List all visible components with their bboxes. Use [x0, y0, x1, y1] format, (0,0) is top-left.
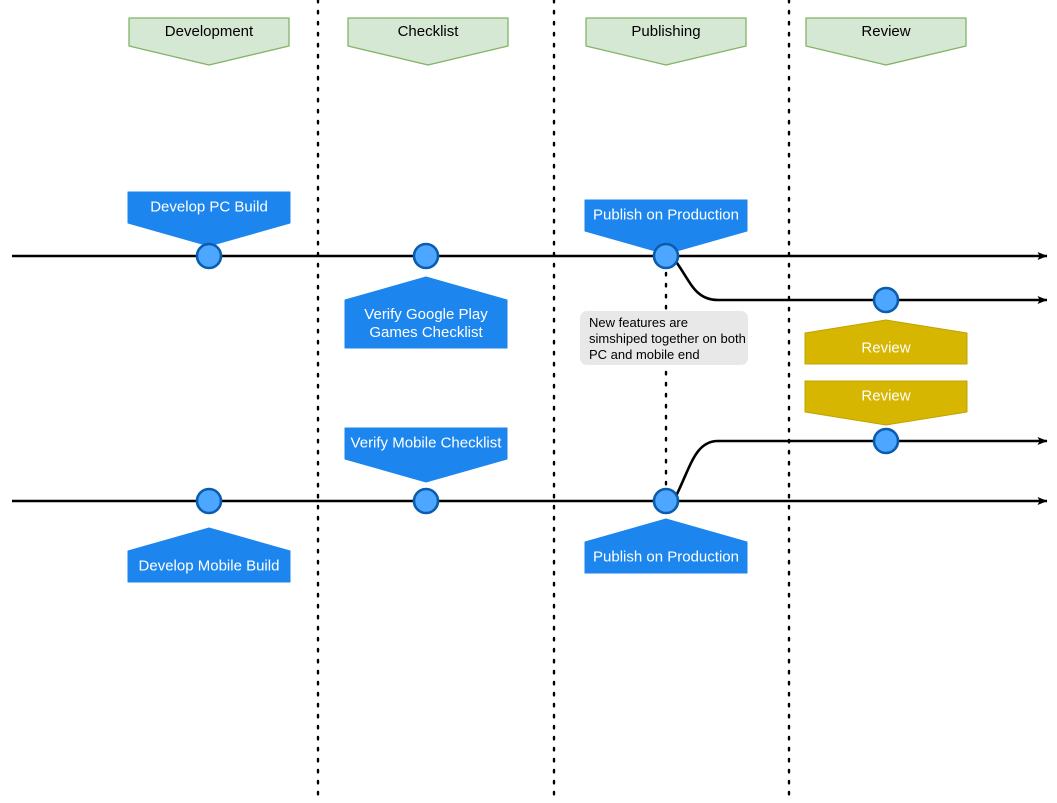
task-publish-production-pc-shape[interactable] — [584, 199, 748, 255]
milestone-review-pc[interactable] — [872, 286, 900, 314]
task-publish-production-mobile[interactable]: Publish on Production — [584, 518, 748, 574]
milestone-develop-pc[interactable] — [195, 242, 223, 270]
task-verify-google-play-games-checklist-shape[interactable] — [344, 276, 508, 349]
task-verify-mobile-checklist[interactable]: Verify Mobile Checklist — [344, 427, 508, 483]
review-mobile[interactable]: Review — [804, 380, 968, 426]
milestone-group — [195, 242, 900, 515]
phase-checklist-shape[interactable] — [347, 17, 509, 66]
review-mobile-label: Review — [861, 387, 910, 404]
phase-publishing-label: Publishing — [631, 23, 700, 40]
task-develop-pc-build-shape[interactable] — [127, 191, 291, 247]
task-develop-mobile-build-label: Develop Mobile Build — [139, 557, 280, 574]
phase-review-label: Review — [861, 23, 910, 40]
review-pc-shape[interactable] — [804, 319, 968, 365]
note-simship-background[interactable] — [580, 311, 748, 365]
task-publish-production-pc-label: Publish on Production — [593, 206, 739, 223]
phase-checklist[interactable]: Checklist — [347, 17, 509, 66]
phase-header-group: Development Checklist Publishing Review — [128, 17, 967, 66]
task-publish-production-mobile-label: Publish on Production — [593, 548, 739, 565]
task-verify-mobile-checklist-shape[interactable] — [344, 427, 508, 483]
branch-branch-mobile-to-review — [675, 439, 720, 496]
phase-review[interactable]: Review — [805, 17, 967, 66]
review-mobile-shape[interactable] — [804, 380, 968, 426]
phase-development-label: Development — [165, 23, 254, 40]
task-develop-pc-build[interactable]: Develop PC Build — [127, 191, 291, 247]
milestone-verify-gpg[interactable] — [412, 242, 440, 270]
task-develop-pc-build-label: Develop PC Build — [150, 198, 268, 215]
milestone-verify-mobile[interactable] — [412, 487, 440, 515]
phase-development-shape[interactable] — [128, 17, 290, 66]
task-develop-mobile-build-shape[interactable] — [127, 527, 291, 583]
milestone-publish-mobile[interactable] — [652, 487, 680, 515]
milestone-publish-pc[interactable] — [652, 242, 680, 270]
phase-development[interactable]: Development — [128, 17, 290, 66]
task-verify-mobile-checklist-label: Verify Mobile Checklist — [351, 434, 503, 451]
phase-publishing[interactable]: Publishing — [585, 17, 747, 66]
task-publish-production-mobile-shape[interactable] — [584, 518, 748, 574]
milestone-review-mobile[interactable] — [872, 427, 900, 455]
task-develop-mobile-build[interactable]: Develop Mobile Build — [127, 527, 291, 583]
phase-publishing-shape[interactable] — [585, 17, 747, 66]
phase-divider-group — [316, 0, 791, 803]
milestone-develop-mobile[interactable] — [195, 487, 223, 515]
phase-checklist-label: Checklist — [398, 23, 460, 40]
phase-review-shape[interactable] — [805, 17, 967, 66]
branch-branch-pc-to-review — [675, 261, 720, 302]
review-pc-label: Review — [861, 339, 910, 356]
branch-group — [675, 261, 720, 496]
review-pc[interactable]: Review — [804, 319, 968, 365]
task-publish-production-pc[interactable]: Publish on Production — [584, 199, 748, 255]
